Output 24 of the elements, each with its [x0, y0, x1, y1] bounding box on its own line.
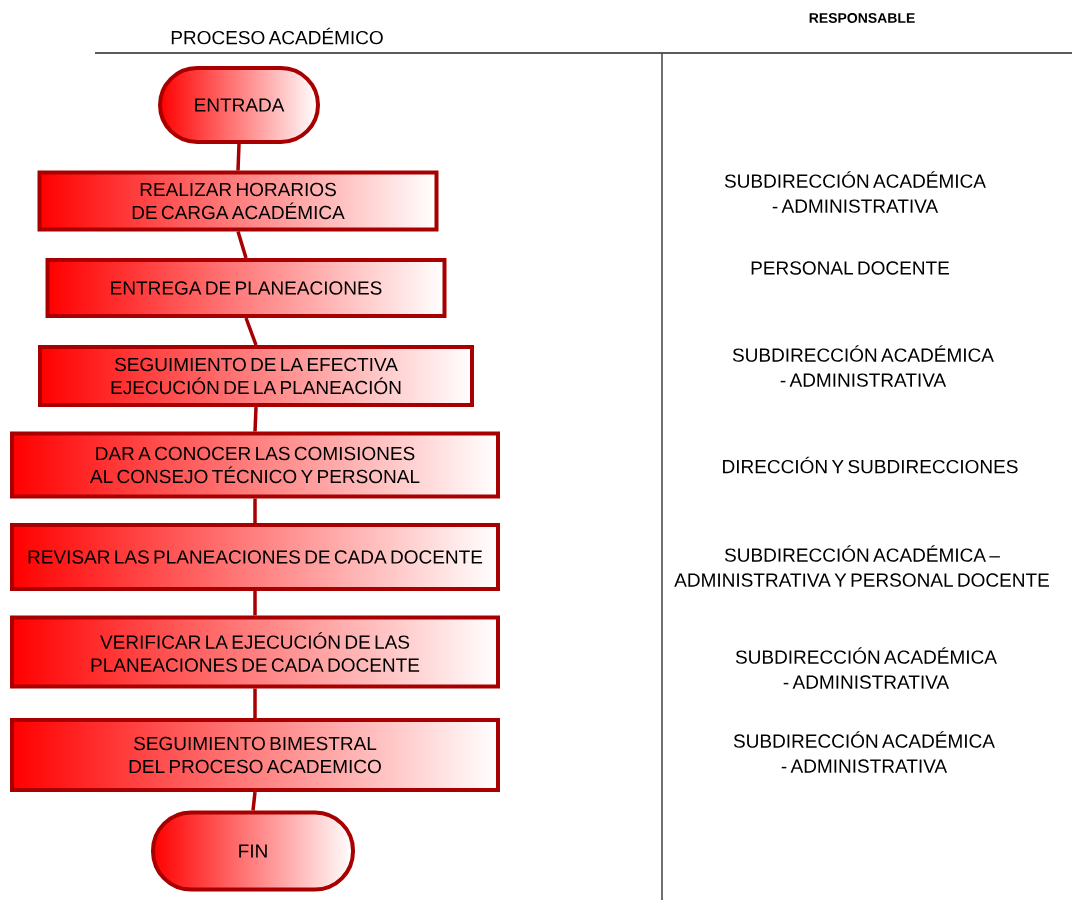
column-header: RESPONSABLE [809, 13, 915, 23]
process-box: VERIFICAR LA EJECUCIÓN DE LAS PLANEACIONES DE CADA DOCENTE [10, 615, 500, 689]
process-box: SEGUIMIENTO BIMESTRAL DEL PROCESO ACADEMICO [10, 718, 500, 792]
column-header: PROCESO ACADÉMICO [171, 27, 383, 45]
responsible-text: SUBDIRECCIÓN ACADÉMICA - ADMINISTRATIVA [733, 731, 995, 773]
process-box: SEGUIMIENTO DE LA EFECTIVA EJECUCIÓN DE LA PLANEACIÓN [38, 345, 474, 407]
connector-line [236, 231, 248, 259]
connector-line [236, 143, 241, 171]
process-box: REALIZAR HORARIOS DE CARGA ACADÉMICA [37, 170, 439, 232]
responsible-text: SUBDIRECCIÓN ACADÉMICA - ADMINISTRATIVA [724, 171, 986, 213]
process-box: DAR A CONOCER LAS COMISIONES AL CONSEJO TÉCNICO Y PERSONAL [10, 431, 500, 499]
connector-line [251, 791, 257, 811]
connector-line [253, 498, 257, 523]
connector-line [253, 591, 257, 616]
process-box: REVISAR LAS PLANEACIONES DE CADA DOCENTE [10, 523, 500, 591]
responsible-text: PERSONAL DOCENTE [751, 261, 949, 275]
responsible-text: SUBDIRECCIÓN ACADÉMICA – ADMINISTRATIVA Y PERSONAL DOCENTE [674, 545, 1049, 587]
responsible-text: DIRECCIÓN Y SUBDIRECCIONES [723, 456, 1018, 474]
connector-line [253, 688, 257, 718]
connector-line [253, 406, 258, 432]
responsible-text: SUBDIRECCIÓN ACADÉMICA - ADMINISTRATIVA [735, 647, 997, 689]
responsible-text: SUBDIRECCIÓN ACADÉMICA - ADMINISTRATIVA [732, 345, 994, 387]
process-box: ENTREGA DE PLANEACIONES [45, 258, 447, 318]
connector-line [244, 317, 258, 346]
